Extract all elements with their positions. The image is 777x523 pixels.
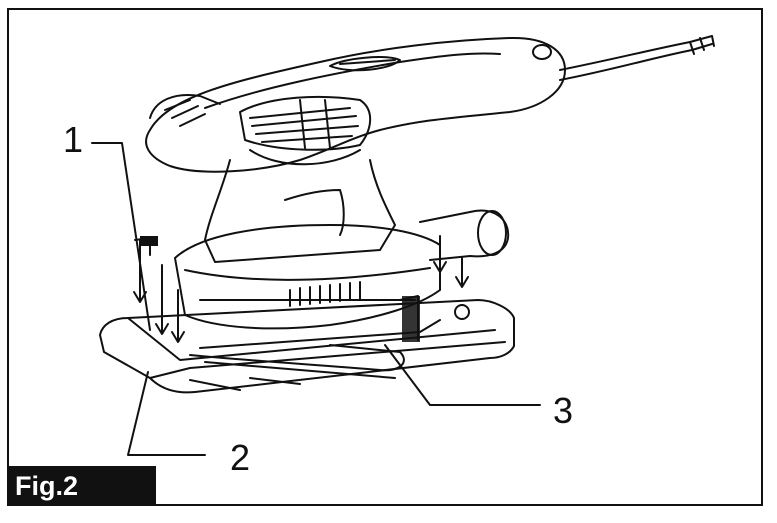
figure-label: Fig.2 (7, 466, 156, 506)
motor-housing (204, 159, 396, 263)
figure-frame (7, 8, 763, 506)
base-pad (99, 299, 515, 394)
leader-3 (384, 344, 541, 406)
callout-2: 2 (230, 437, 251, 478)
callout-1: 1 (63, 119, 84, 160)
clamp-tab (402, 296, 420, 342)
leader-1 (91, 142, 151, 331)
callout-3: 3 (553, 390, 574, 431)
clamp-lever (189, 344, 405, 372)
rear-handle (145, 36, 566, 173)
power-cord (559, 35, 713, 71)
dust-nozzle (419, 209, 510, 261)
base-housing (174, 224, 441, 330)
leader-2 (127, 371, 206, 456)
